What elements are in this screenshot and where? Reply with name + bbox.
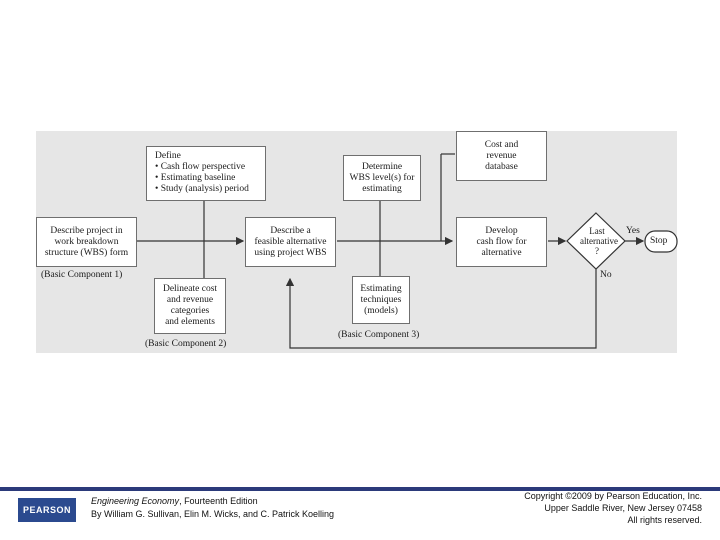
box-text: Estimating (360, 283, 402, 294)
decision-text: ? (595, 246, 599, 256)
caption-component-3: (Basic Component 3) (338, 330, 420, 340)
box-text: alternative (481, 247, 522, 258)
box-text: revenue (486, 150, 517, 161)
box-text: Delineate cost (162, 284, 218, 294)
box-text: estimating (362, 183, 402, 194)
copyright-line: Upper Saddle River, New Jersey 07458 (544, 503, 702, 513)
decision-diamond (566, 212, 626, 270)
copyright-notice: Copyright ©2009 by Pearson Education, In… (524, 490, 702, 526)
box-text: and elements (165, 317, 215, 327)
box-text: Cost and (484, 139, 519, 150)
decision-text: Last (589, 226, 605, 236)
box-text: work breakdown (54, 236, 119, 247)
box-text: database (485, 161, 518, 172)
describe-project-box: Describe project in work breakdown struc… (36, 217, 137, 267)
box-text: WBS level(s) for (349, 172, 415, 183)
book-citation: Engineering Economy, Fourteenth Edition … (91, 495, 334, 521)
define-heading: Define (155, 151, 181, 161)
copyright-line: Copyright ©2009 by Pearson Education, In… (524, 491, 702, 501)
stop-terminal (644, 230, 678, 253)
yes-label: Yes (626, 226, 640, 236)
stop-label: Stop (650, 236, 668, 246)
feasible-alternative-box: Describe a feasible alternative using pr… (245, 217, 336, 267)
loop-back-arrow (285, 269, 597, 349)
book-authors: By William G. Sullivan, Elin M. Wicks, a… (91, 509, 335, 519)
cash-flow-box: Develop cash flow for alternative (456, 217, 547, 267)
no-label: No (600, 270, 612, 280)
define-bullet: • Cash flow perspective (155, 162, 246, 172)
book-title-line: Engineering Economy, Fourteenth Edition (91, 495, 334, 508)
define-box: Define • Cash flow perspective • Estimat… (146, 146, 266, 201)
box-text: techniques (360, 294, 402, 305)
box-text: feasible alternative (254, 236, 327, 247)
caption-component-1: (Basic Component 1) (41, 270, 123, 280)
box-text: cash flow for (476, 236, 527, 247)
define-bullet: • Estimating baseline (155, 173, 236, 183)
footer-divider (0, 487, 720, 491)
box-text: (models) (364, 305, 398, 316)
book-title: Engineering Economy (91, 496, 180, 506)
pearson-logo: PEARSON (18, 498, 76, 522)
book-edition: , Fourteenth Edition (179, 496, 258, 506)
box-text: Describe a (270, 225, 311, 236)
decision-label: Last alternative ? (580, 226, 618, 256)
estimating-techniques-box: Estimating techniques (models) (352, 276, 410, 324)
box-text: Determine (361, 161, 403, 172)
cost-database-box: Cost and revenue database (456, 131, 547, 181)
wbs-level-box: Determine WBS level(s) for estimating (343, 155, 421, 201)
box-text: Describe project in (50, 225, 123, 236)
box-text: and revenue (166, 295, 214, 305)
box-text: Develop (485, 225, 518, 236)
copyright-line: All rights reserved. (627, 515, 702, 525)
box-text: using project WBS (254, 247, 327, 258)
box-text: categories (170, 306, 210, 316)
delineate-box: Delineate cost and revenue categories an… (154, 278, 226, 334)
caption-component-2: (Basic Component 2) (145, 339, 227, 349)
define-bullet: • Study (analysis) period (155, 184, 249, 194)
box-text: structure (WBS) form (44, 247, 129, 258)
decision-text: alternative (580, 236, 618, 246)
